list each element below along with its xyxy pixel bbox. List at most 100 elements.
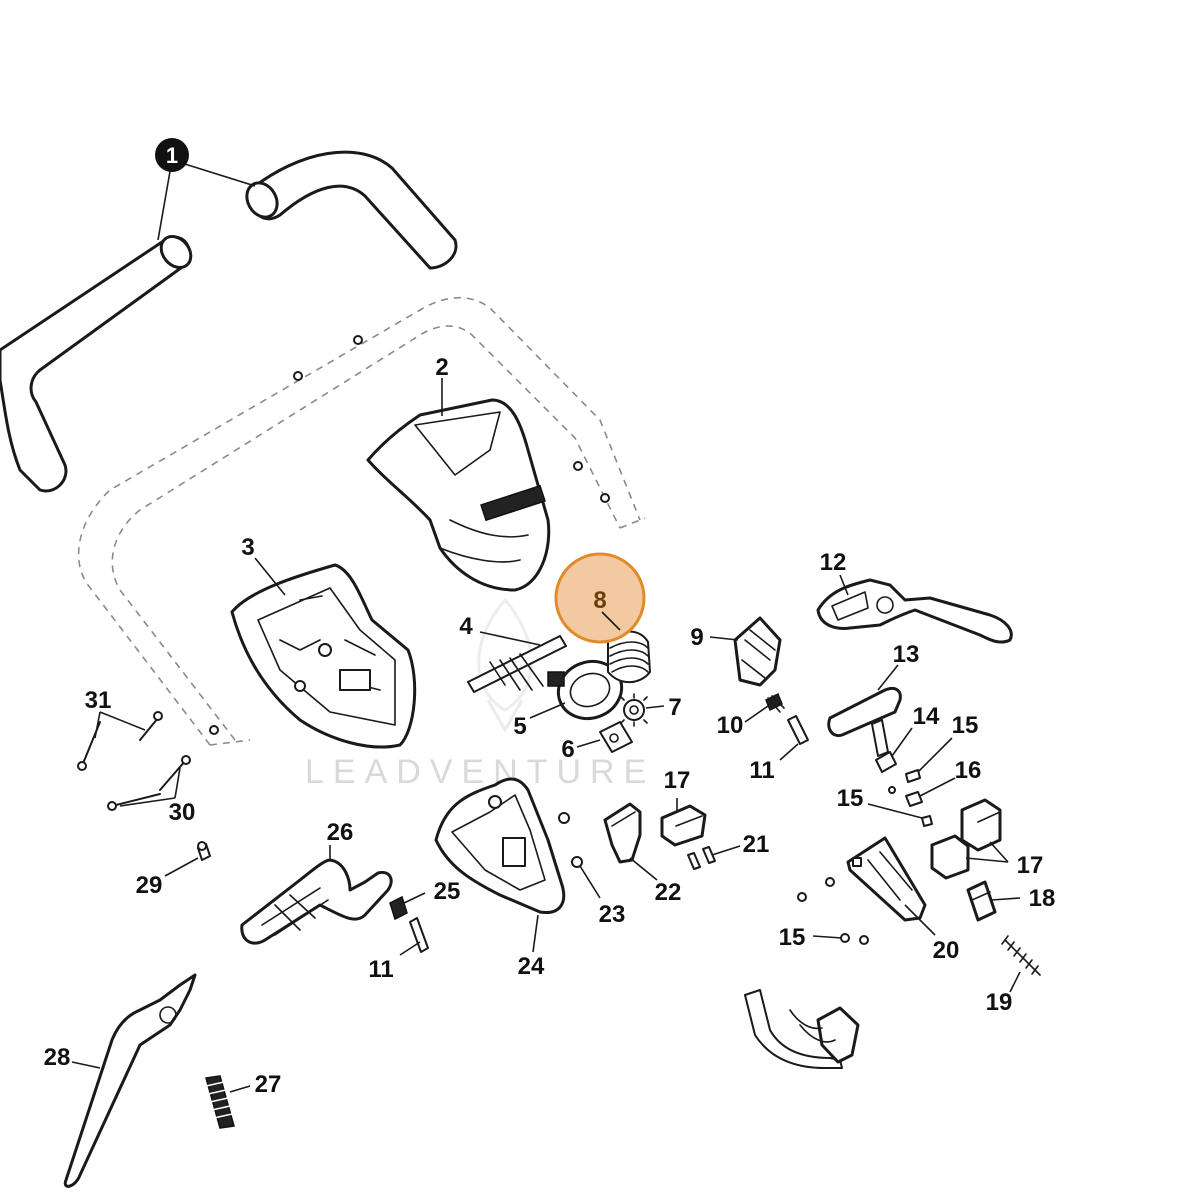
svg-text:31: 31	[85, 687, 112, 714]
svg-text:28: 28	[44, 1044, 71, 1071]
watermark: LEADVENTURE	[305, 597, 655, 791]
svg-text:16: 16	[955, 757, 982, 784]
svg-text:5: 5	[513, 713, 526, 740]
part-11-pin-a[interactable]	[787, 715, 809, 745]
callout-17b: 17	[965, 841, 1044, 879]
callout-3: 3	[241, 534, 286, 596]
svg-text:22: 22	[655, 879, 682, 906]
callout-18: 18	[991, 885, 1056, 912]
part-10-spring[interactable]	[765, 692, 785, 713]
part-18-plug[interactable]	[966, 880, 997, 922]
wiring-harness	[744, 989, 860, 1069]
svg-text:14: 14	[913, 703, 940, 730]
part-30-screws[interactable]	[107, 755, 191, 811]
svg-text:17: 17	[1017, 852, 1044, 879]
part-26-trigger[interactable]	[240, 858, 393, 945]
svg-text:15: 15	[952, 712, 979, 739]
part-27-spring[interactable]	[205, 1075, 235, 1129]
part-4-plate[interactable]	[467, 635, 567, 693]
part-17-switch-a[interactable]	[960, 798, 1002, 852]
callout-12: 12	[820, 549, 849, 596]
part-28-rod[interactable]	[63, 973, 197, 1188]
part-25-spring[interactable]	[389, 895, 408, 921]
part-29-screw[interactable]	[197, 841, 211, 861]
callout-19: 19	[986, 971, 1021, 1016]
handle-frame-outline	[77, 296, 646, 746]
callout-5: 5	[513, 702, 566, 740]
part-9-clip[interactable]	[733, 616, 782, 687]
callout-24: 24	[518, 914, 545, 980]
callout-7: 7	[645, 694, 682, 721]
part-14-bushing[interactable]	[875, 751, 897, 773]
part-16-washer[interactable]	[888, 786, 923, 807]
callout-26: 26	[327, 819, 354, 860]
svg-text:23: 23	[599, 901, 626, 928]
svg-text:26: 26	[327, 819, 354, 846]
svg-text:11: 11	[749, 757, 774, 784]
part-15-screw-b[interactable]	[921, 815, 933, 827]
part-8-spring[interactable]	[607, 630, 651, 684]
svg-text:6: 6	[561, 736, 574, 763]
callout-15b: 15	[837, 785, 923, 819]
callout-23: 23	[579, 865, 626, 928]
svg-text:10: 10	[717, 712, 744, 739]
part-11-pin-b[interactable]	[409, 917, 429, 953]
part-7-gear[interactable]	[620, 693, 648, 727]
svg-text:15: 15	[779, 924, 806, 951]
svg-text:2: 2	[435, 354, 448, 381]
callout-11b: 11	[368, 941, 421, 983]
callout-2: 2	[435, 354, 449, 416]
part-21-pins[interactable]	[687, 846, 716, 870]
svg-text:21: 21	[743, 831, 770, 858]
highlight-circle	[554, 552, 646, 644]
part-6-latch[interactable]	[599, 721, 633, 753]
svg-text:3: 3	[241, 534, 254, 561]
svg-text:30: 30	[169, 799, 196, 826]
part-19-spring[interactable]	[1001, 935, 1041, 976]
callout-4: 4	[459, 613, 541, 646]
part-2-top-cover[interactable]: ECHO	[366, 398, 551, 592]
svg-text:1: 1	[166, 143, 178, 168]
callout-6: 6	[561, 736, 601, 763]
part-15-screws-c[interactable]	[797, 877, 869, 945]
callout-15a: 15	[917, 712, 979, 773]
callout-29: 29	[136, 857, 199, 899]
watermark-text: LEADVENTURE	[305, 753, 655, 791]
part-13-knob[interactable]	[827, 686, 902, 757]
callout-28: 28	[44, 1044, 101, 1071]
svg-text:12: 12	[820, 549, 847, 576]
svg-text:8: 8	[593, 587, 606, 614]
part-24-lower-housing[interactable]	[434, 777, 566, 915]
part-1-grips[interactable]	[0, 150, 458, 493]
callout-1: 1	[155, 138, 256, 241]
svg-text:11: 11	[368, 956, 393, 983]
callout-22: 22	[629, 857, 682, 906]
callout-9: 9	[690, 624, 739, 651]
callout-16: 16	[919, 757, 982, 797]
part-22-trigger-lock[interactable]	[603, 802, 642, 864]
callout-11a: 11	[749, 743, 799, 784]
part-15-screw-a[interactable]	[905, 769, 921, 783]
part-3-housing[interactable]	[230, 563, 417, 749]
part-20-plate[interactable]	[846, 836, 927, 922]
callout-13: 13	[877, 641, 920, 691]
callout-21: 21	[711, 831, 770, 858]
part-23-screws[interactable]	[558, 812, 583, 868]
callout-25: 25	[403, 878, 460, 905]
svg-text:17: 17	[664, 767, 691, 794]
svg-text:24: 24	[518, 953, 545, 980]
svg-text:9: 9	[690, 624, 703, 651]
svg-text:15: 15	[837, 785, 864, 812]
part-17-switch-b[interactable]	[930, 834, 970, 880]
callout-31: 31	[85, 687, 146, 739]
part-17-switch-c[interactable]	[660, 804, 707, 847]
callout-17a: 17	[664, 767, 691, 812]
callout-30: 30	[119, 767, 196, 826]
svg-text:20: 20	[933, 937, 960, 964]
part-12-lever[interactable]	[816, 578, 1013, 644]
svg-text:18: 18	[1029, 885, 1056, 912]
svg-text:4: 4	[459, 613, 473, 640]
callout-8-highlight[interactable]: 8	[554, 552, 646, 644]
svg-text:13: 13	[893, 641, 920, 668]
